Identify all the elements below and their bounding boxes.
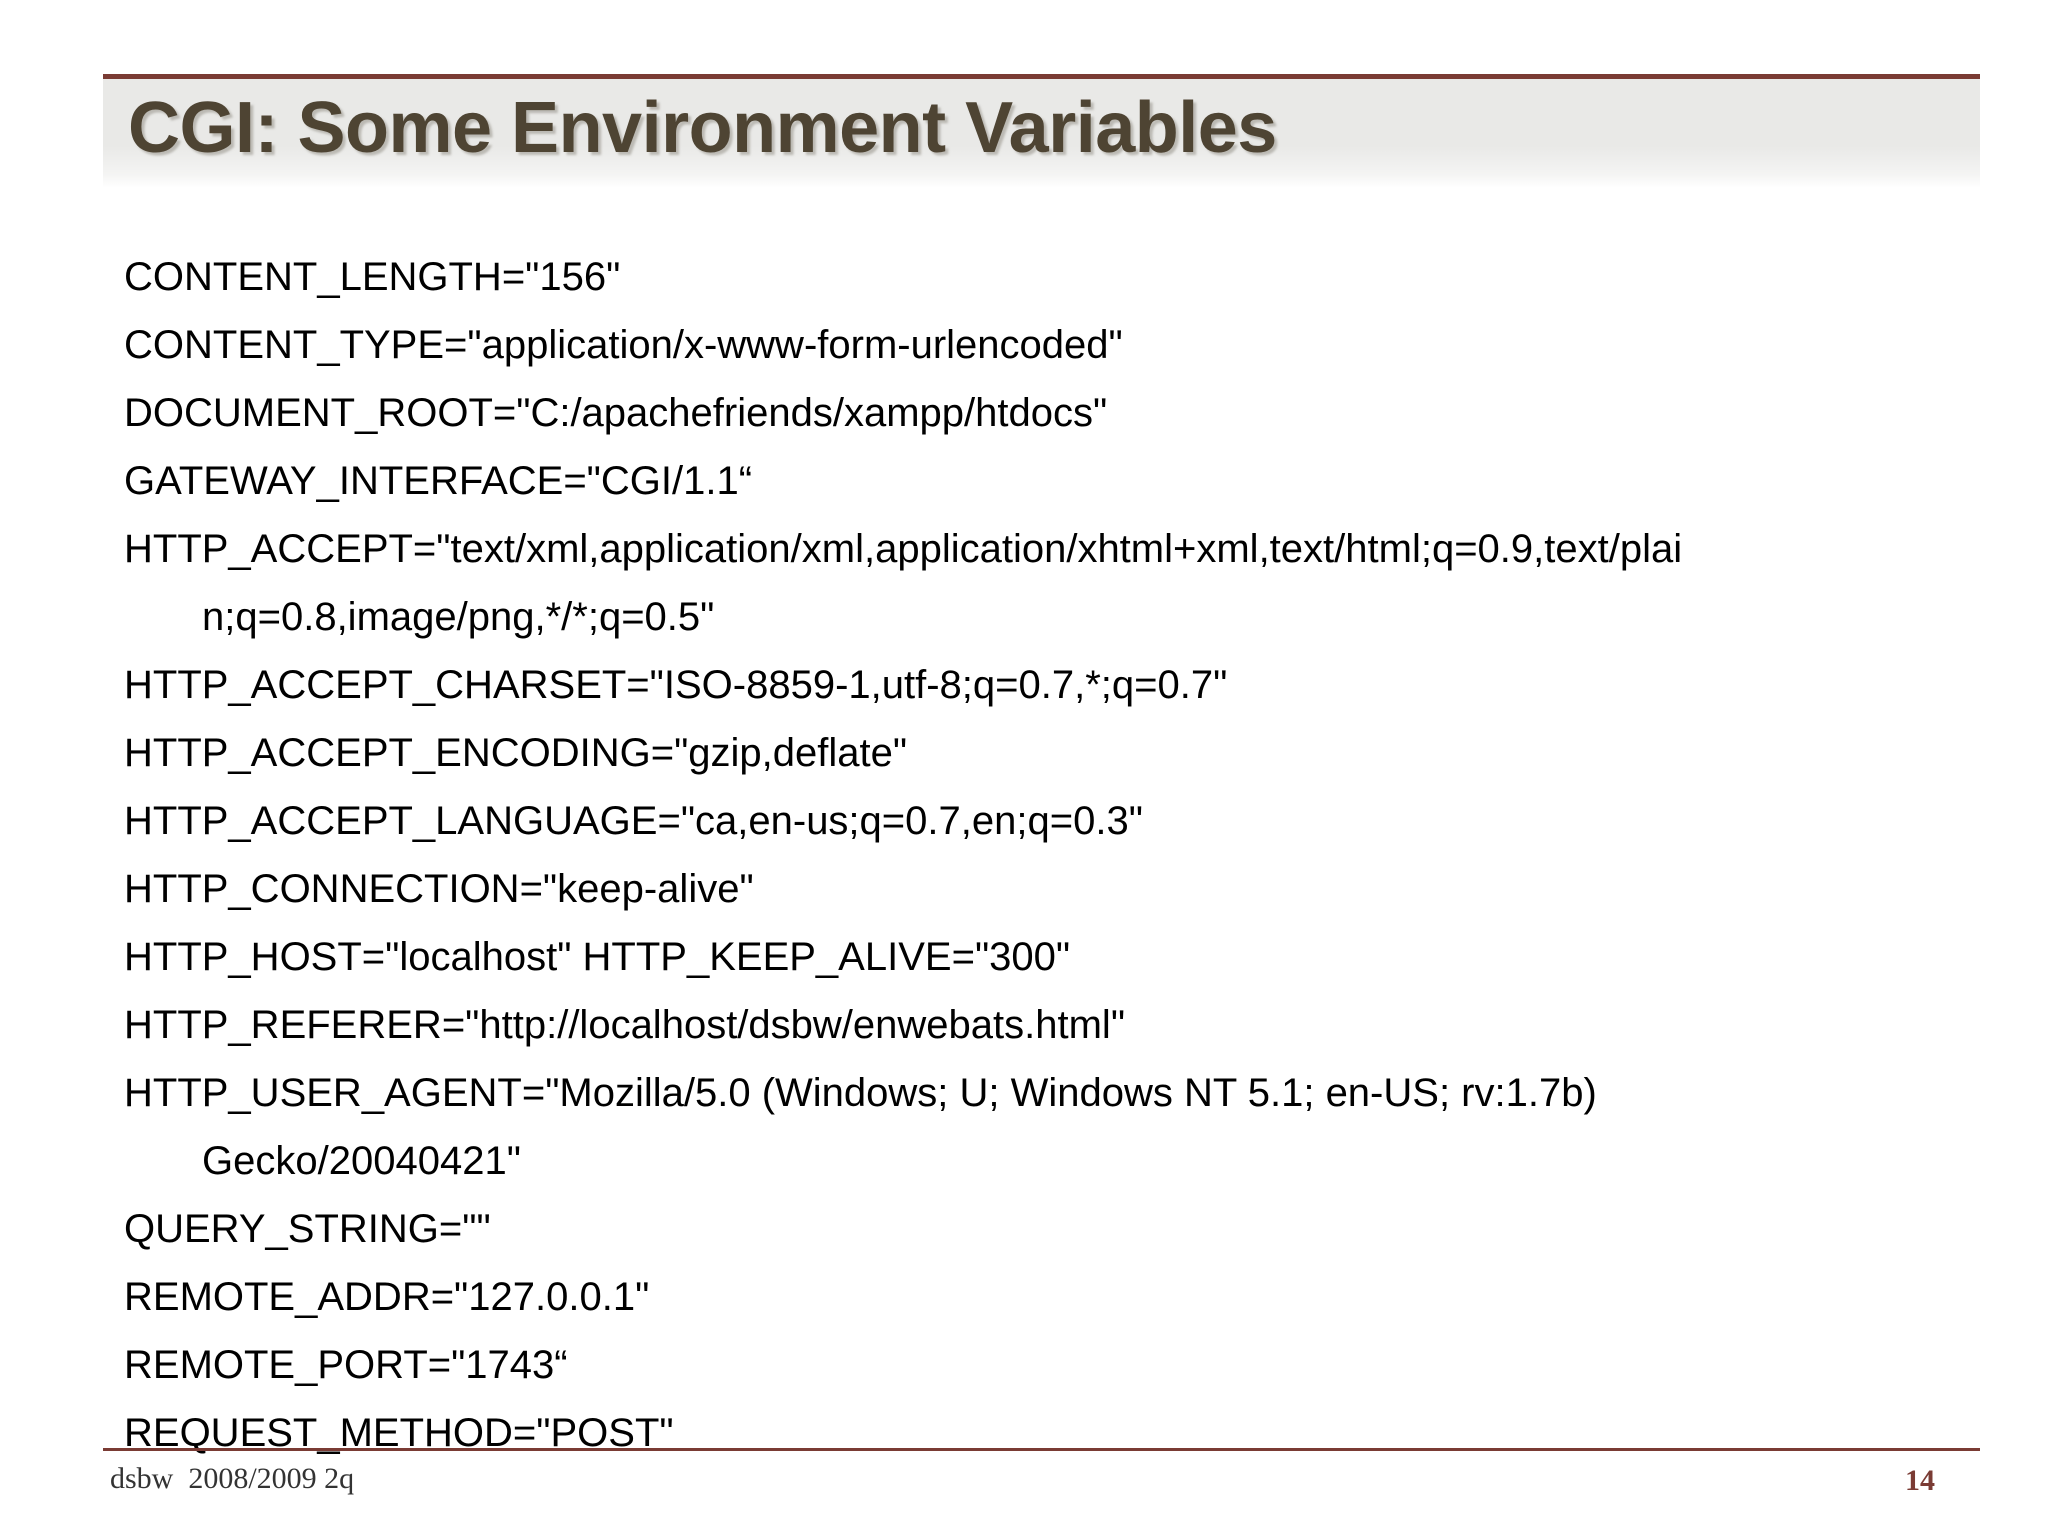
env-var-text: GATEWAY_INTERFACE="CGI/1.1“ (124, 459, 753, 503)
env-var-text: REMOTE_PORT="1743“ (124, 1343, 568, 1387)
env-var-text: REQUEST_METHOD="POST" (124, 1411, 674, 1455)
env-var-text: HTTP_ACCEPT_ENCODING="gzip,deflate" (124, 731, 908, 775)
page-number: 14 (1905, 1464, 1935, 1497)
env-var-line: GATEWAY_INTERFACE="CGI/1.1“ (124, 447, 1964, 515)
env-var-text-continuation: n;q=0.8,image/png,*/*;q=0.5" (202, 595, 715, 639)
env-var-line: HTTP_ACCEPT_ENCODING="gzip,deflate" (124, 719, 1964, 787)
env-var-line: HTTP_CONNECTION="keep-alive" (124, 855, 1964, 923)
env-var-line: HTTP_ACCEPT_LANGUAGE="ca,en-us;q=0.7,en;… (124, 787, 1964, 855)
env-var-text: HTTP_USER_AGENT="Mozilla/5.0 (Windows; U… (124, 1071, 1597, 1115)
env-var-text: HTTP_CONNECTION="keep-alive" (124, 867, 754, 911)
env-var-line: HTTP_USER_AGENT="Mozilla/5.0 (Windows; U… (124, 1059, 1964, 1195)
env-var-text: DOCUMENT_ROOT="C:/apachefriends/xampp/ht… (124, 391, 1108, 435)
environment-variable-list: CONTENT_LENGTH="156" CONTENT_TYPE="applic… (124, 243, 1964, 1467)
env-var-text: QUERY_STRING="" (124, 1207, 491, 1251)
env-var-line: HTTP_REFERER="http://localhost/dsbw/enwe… (124, 991, 1964, 1059)
env-var-line: HTTP_ACCEPT="text/xml,application/xml,ap… (124, 515, 1964, 651)
env-var-line: HTTP_ACCEPT_CHARSET="ISO-8859-1,utf-8;q=… (124, 651, 1964, 719)
env-var-line: CONTENT_LENGTH="156" (124, 243, 1964, 311)
env-var-line: HTTP_HOST="localhost" HTTP_KEEP_ALIVE="3… (124, 923, 1964, 991)
env-var-text: CONTENT_LENGTH="156" (124, 255, 621, 299)
env-var-line: CONTENT_TYPE="application/x-www-form-url… (124, 311, 1964, 379)
env-var-text: HTTP_REFERER="http://localhost/dsbw/enwe… (124, 1003, 1126, 1047)
env-var-line: DOCUMENT_ROOT="C:/apachefriends/xampp/ht… (124, 379, 1964, 447)
env-var-text: REMOTE_ADDR="127.0.0.1" (124, 1275, 650, 1319)
env-var-text: HTTP_ACCEPT_LANGUAGE="ca,en-us;q=0.7,en;… (124, 799, 1143, 843)
footer-course-label: dsbw 2008/2009 2q (110, 1462, 355, 1495)
env-var-text: HTTP_HOST="localhost" HTTP_KEEP_ALIVE="3… (124, 935, 1071, 979)
page-title: CGI: Some Environment Variables (128, 88, 1277, 168)
env-var-text: HTTP_ACCEPT="text/xml,application/xml,ap… (124, 527, 1683, 571)
footer-divider (103, 1448, 1980, 1451)
env-var-line: REMOTE_ADDR="127.0.0.1" (124, 1263, 1964, 1331)
title-band (103, 74, 1980, 187)
env-var-text-continuation: Gecko/20040421" (202, 1139, 521, 1183)
env-var-line: REMOTE_PORT="1743“ (124, 1331, 1964, 1399)
env-var-text: HTTP_ACCEPT_CHARSET="ISO-8859-1,utf-8;q=… (124, 663, 1228, 707)
env-var-text: CONTENT_TYPE="application/x-www-form-url… (124, 323, 1123, 367)
env-var-line: QUERY_STRING="" (124, 1195, 1964, 1263)
env-var-line: REQUEST_METHOD="POST" (124, 1399, 1964, 1467)
